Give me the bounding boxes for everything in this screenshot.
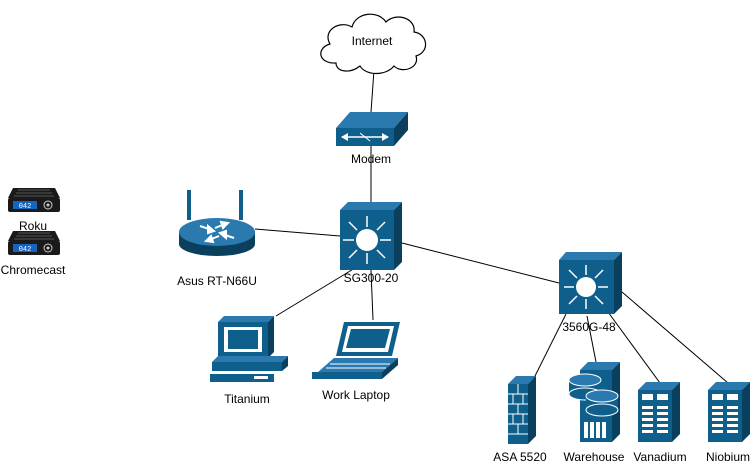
media-player-icon: 042 [8,188,60,212]
titanium-label: Titanium [224,392,270,406]
vanadium-label: Vanadium [633,450,687,464]
chromecast-display: 042 [19,246,32,254]
warehouse-label: Warehouse [563,450,625,464]
layer3-switch-icon [559,252,622,314]
link-sg300-titanium [275,267,356,317]
connections [254,69,729,384]
chromecast-label: Chromecast [0,263,66,277]
asa-label: ASA 5520 [493,450,547,464]
media-player-icon: 042 [8,231,60,255]
roku-label: Roku [18,219,48,233]
link-c3560-asa [532,313,567,381]
desktop-computer-icon [210,316,288,382]
server-icon [638,382,680,442]
link-sg300-asus [254,228,341,237]
sg300-label: SG300-20 [343,271,399,285]
sg300-arrows [343,216,391,264]
modem-icon [336,112,408,146]
link-sg300-work-laptop [370,269,374,321]
layer3-switch-icon [340,202,402,270]
firewall-icon [508,376,536,444]
work-laptop-label: Work Laptop [322,388,390,402]
link-internet-modem [370,69,375,113]
internet-label: Internet [351,34,393,48]
server-icon [708,382,750,442]
wireless-router-icon [179,190,255,256]
modem-label: Modem [350,152,392,166]
asus-label: Asus RT-N66U [177,274,257,288]
link-c3560-niobium [621,291,729,384]
link-sg300-c3560 [401,242,560,284]
roku-display: 042 [19,203,32,211]
storage-server-icon [568,362,620,442]
link-c3560-warehouse [586,315,597,363]
cloud-icon [320,13,427,75]
niobium-label: Niobium [705,450,751,464]
link-c3560-vanadium [607,311,661,384]
laptop-icon [312,322,400,379]
c3560-label: 3560G-48 [562,320,616,334]
